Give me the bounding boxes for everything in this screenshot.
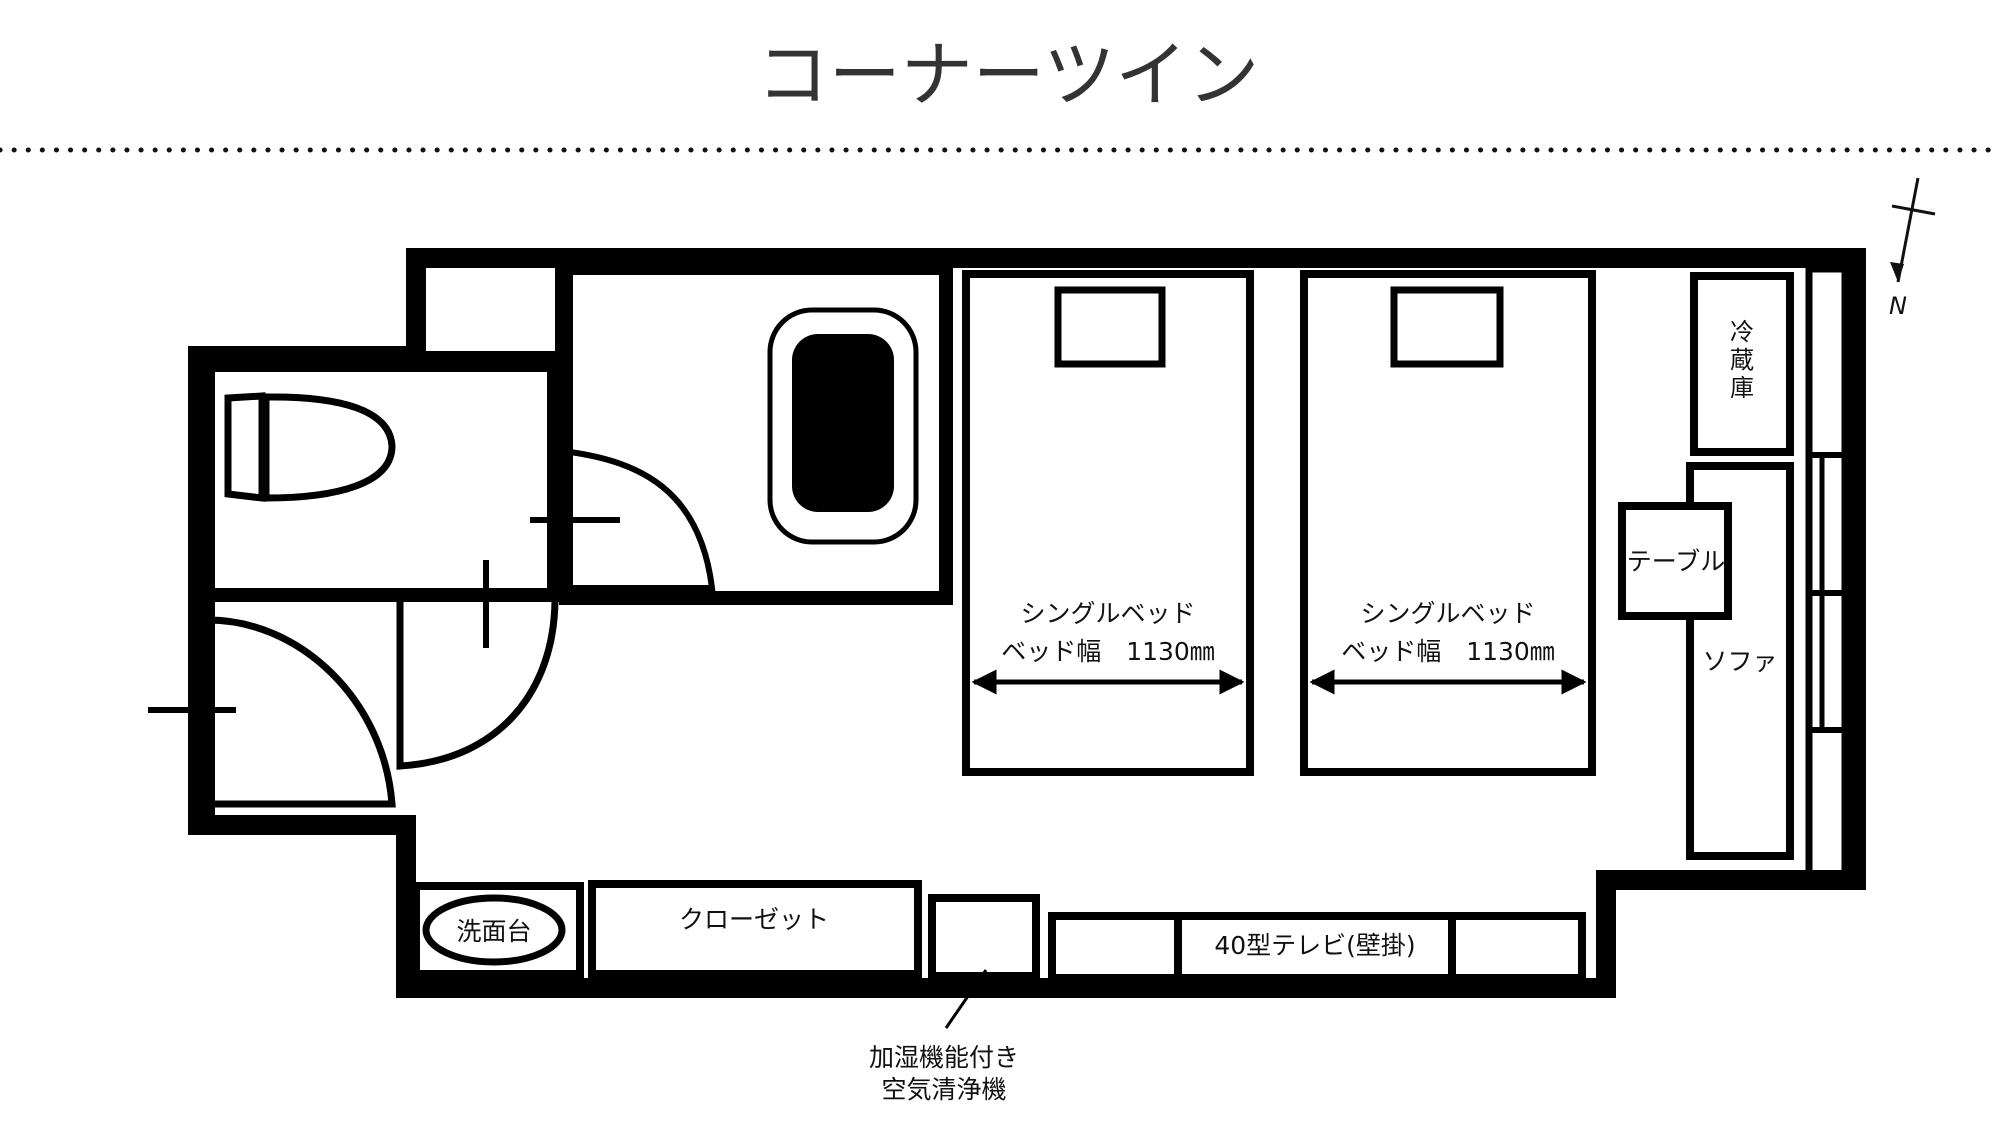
- door-swings: [148, 560, 559, 825]
- sink-counter: [412, 882, 584, 978]
- bathroom: [559, 261, 953, 605]
- bed-left-name: シングルベッド: [1020, 599, 1195, 628]
- tv-label: 40型テレビ(壁掛): [1214, 931, 1415, 960]
- air-purifier-leader: [944, 969, 988, 1029]
- air-purifier-label-1: 加湿機能付き: [869, 1043, 1019, 1072]
- outer-wall: [188, 248, 1866, 998]
- table-label: テーブル: [1627, 547, 1726, 576]
- air-purifier: [928, 894, 1040, 980]
- bed-left-width-label: ベッド幅 1130㎜: [1001, 637, 1215, 666]
- north-arrow-icon: [1890, 177, 1936, 283]
- closet-label: クローゼット: [679, 905, 829, 934]
- toilet-room: [201, 358, 578, 602]
- bed-left: [962, 270, 1254, 776]
- bed-right-width-label: ベッド幅 1130㎜: [1341, 637, 1555, 666]
- closet: [588, 880, 922, 978]
- bed-right-name: シングルベッド: [1360, 599, 1535, 628]
- fridge-label-1: 冷: [1730, 318, 1754, 346]
- sink-basin: [422, 894, 566, 966]
- table: [1618, 502, 1732, 620]
- tv-cabinet: [1048, 912, 1586, 982]
- window-strip: [1805, 265, 1849, 878]
- bed-right: [1300, 270, 1596, 776]
- sink-label: 洗面台: [456, 917, 531, 946]
- sofa: [1686, 462, 1794, 860]
- fridge-label-2: 蔵: [1730, 346, 1754, 374]
- fridge-label-3: 庫: [1730, 374, 1754, 402]
- sofa-label: ソファ: [1702, 647, 1777, 676]
- fridge: [1690, 272, 1794, 456]
- storage-niche: [416, 268, 565, 361]
- page-title: コーナーツイン: [757, 33, 1260, 117]
- north-label: N: [1889, 292, 1907, 320]
- air-purifier-label-2: 空気清浄機: [881, 1075, 1006, 1104]
